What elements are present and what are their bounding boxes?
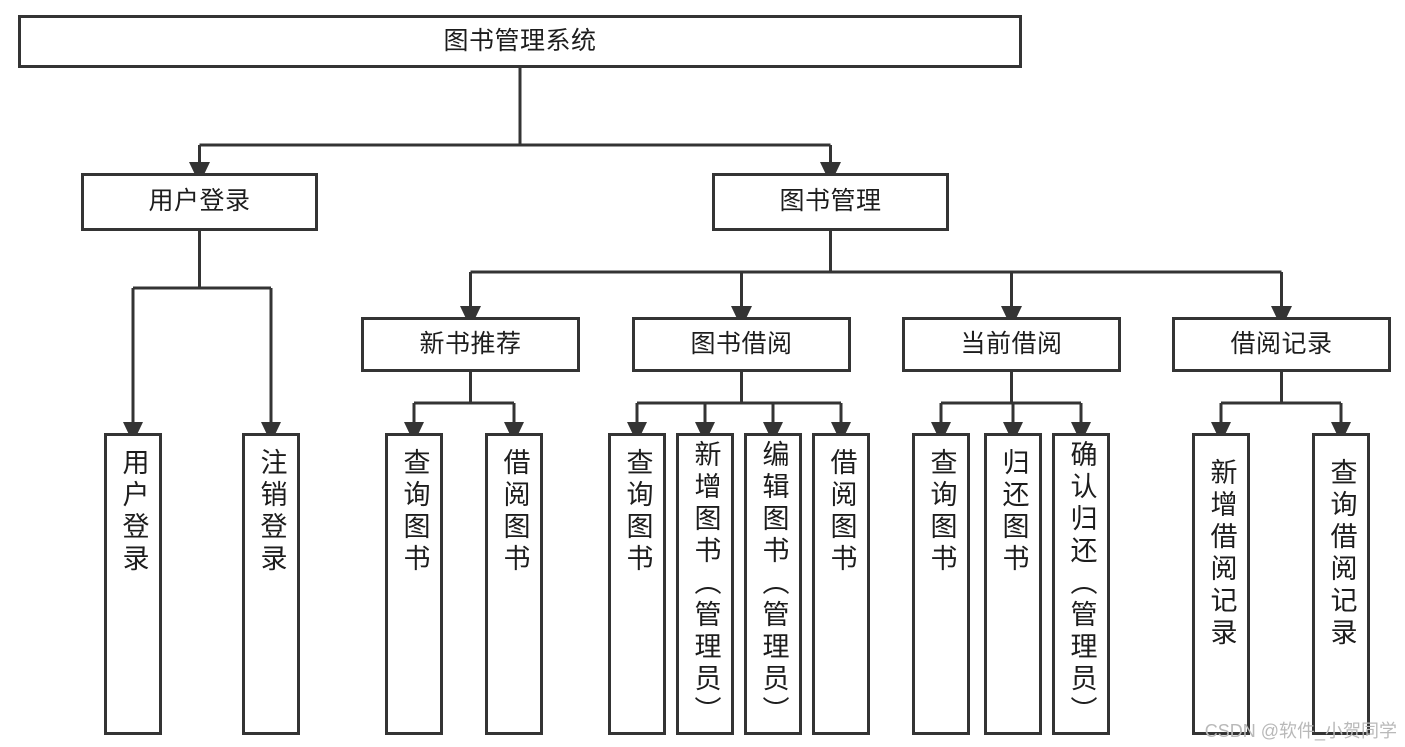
node-leaf-query-borrow-record-label: 查询借阅记录 xyxy=(1326,458,1357,650)
node-user-login[interactable]: 用户登录 xyxy=(81,173,318,231)
node-leaf-user-logout[interactable]: 注销登录 xyxy=(242,433,300,735)
node-book-borrow-label: 图书借阅 xyxy=(690,329,793,358)
node-leaf-add-book-admin[interactable]: 新增图书（管理员） xyxy=(676,433,734,735)
node-current-borrow-label: 当前借阅 xyxy=(960,329,1063,358)
node-book-manage-label: 图书管理 xyxy=(779,187,882,216)
node-borrow-record[interactable]: 借阅记录 xyxy=(1172,317,1391,372)
node-root-label: 图书管理系统 xyxy=(443,26,597,55)
node-leaf-return-book-label: 归还图书 xyxy=(998,448,1029,576)
node-leaf-return-book[interactable]: 归还图书 xyxy=(984,433,1042,735)
node-leaf-borrow-book-label: 借阅图书 xyxy=(826,448,857,576)
node-leaf-query-book-borrow[interactable]: 查询图书 xyxy=(608,433,666,735)
node-leaf-add-borrow-record[interactable]: 新增借阅记录 xyxy=(1192,433,1250,735)
node-leaf-query-book-rec[interactable]: 查询图书 xyxy=(385,433,443,735)
node-leaf-borrow-book[interactable]: 借阅图书 xyxy=(812,433,870,735)
node-leaf-confirm-return-admin[interactable]: 确认归还（管理员） xyxy=(1052,433,1110,735)
node-book-manage[interactable]: 图书管理 xyxy=(712,173,949,231)
node-root[interactable]: 图书管理系统 xyxy=(18,15,1022,68)
node-new-book-recommend-label: 新书推荐 xyxy=(419,329,522,358)
node-leaf-query-borrow-record[interactable]: 查询借阅记录 xyxy=(1312,433,1370,735)
node-leaf-add-borrow-record-label: 新增借阅记录 xyxy=(1206,458,1237,650)
node-leaf-query-book-borrow-label: 查询图书 xyxy=(622,448,653,576)
node-leaf-user-login-label: 用户登录 xyxy=(118,448,149,576)
node-leaf-borrow-book-rec-label: 借阅图书 xyxy=(499,448,530,576)
node-new-book-recommend[interactable]: 新书推荐 xyxy=(361,317,580,372)
node-leaf-query-book-rec-label: 查询图书 xyxy=(399,448,430,576)
csdn-watermark: CSDN @软件_小贺同学 xyxy=(1204,721,1397,741)
node-leaf-add-book-admin-label: 新增图书（管理员） xyxy=(690,440,721,728)
node-leaf-edit-book-admin-label: 编辑图书（管理员） xyxy=(758,440,789,728)
node-current-borrow[interactable]: 当前借阅 xyxy=(902,317,1121,372)
node-leaf-query-book-cur[interactable]: 查询图书 xyxy=(912,433,970,735)
node-leaf-query-book-cur-label: 查询图书 xyxy=(926,448,957,576)
node-user-login-label: 用户登录 xyxy=(148,187,251,216)
node-leaf-user-logout-label: 注销登录 xyxy=(256,448,287,576)
node-leaf-edit-book-admin[interactable]: 编辑图书（管理员） xyxy=(744,433,802,735)
node-leaf-user-login[interactable]: 用户登录 xyxy=(104,433,162,735)
node-borrow-record-label: 借阅记录 xyxy=(1230,329,1333,358)
node-leaf-borrow-book-rec[interactable]: 借阅图书 xyxy=(485,433,543,735)
node-leaf-confirm-return-admin-label: 确认归还（管理员） xyxy=(1066,440,1097,728)
node-book-borrow[interactable]: 图书借阅 xyxy=(632,317,851,372)
